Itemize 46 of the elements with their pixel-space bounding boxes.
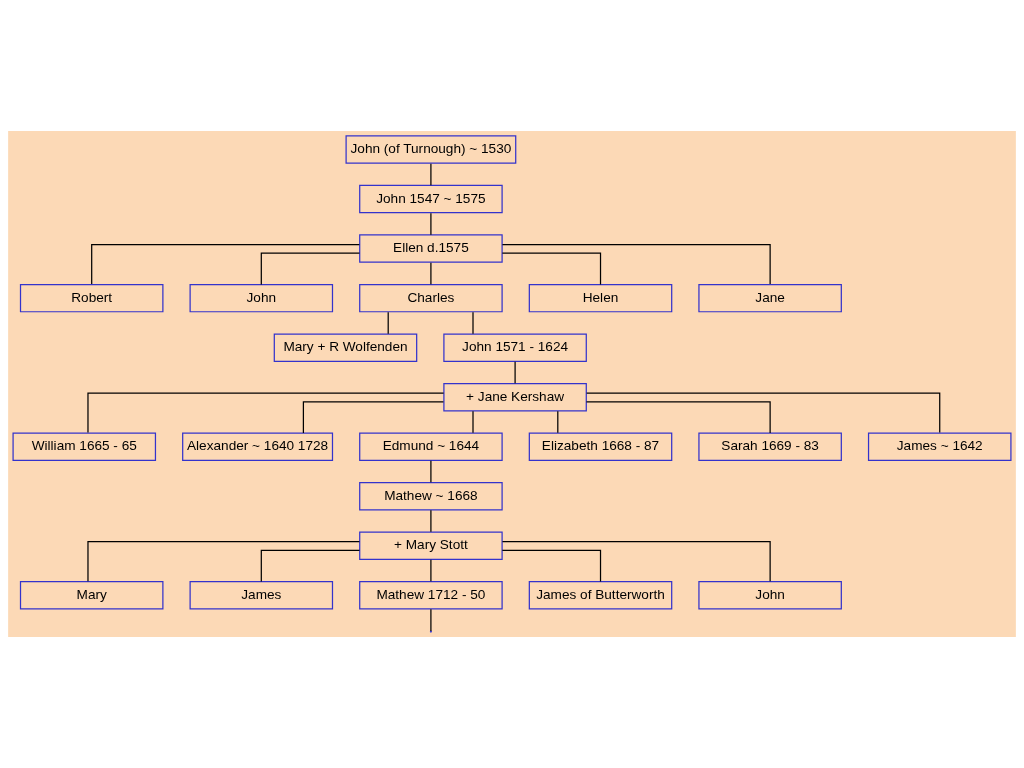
node-box: James ~ 1642 xyxy=(867,432,1012,461)
connector xyxy=(430,212,432,236)
node-box: John 1571 - 1624 xyxy=(443,333,587,362)
node-box: + Mary Stott xyxy=(359,531,503,560)
connector xyxy=(557,410,559,434)
connector xyxy=(501,243,771,285)
node-box: Robert xyxy=(19,283,164,313)
connector xyxy=(430,262,432,285)
connector xyxy=(87,541,361,582)
connector xyxy=(430,608,432,632)
connector xyxy=(260,252,361,286)
node-box: Mathew ~ 1668 xyxy=(359,482,503,511)
connector xyxy=(586,392,941,434)
node-box: James xyxy=(189,581,334,610)
node-box: Sarah 1669 - 83 xyxy=(698,432,842,461)
connector xyxy=(430,509,432,533)
node-box: Helen xyxy=(528,283,673,313)
node-box: John xyxy=(189,283,334,313)
node-box: Ellen d.1575 xyxy=(359,234,503,263)
connector xyxy=(501,541,771,582)
connector xyxy=(514,361,516,384)
connector xyxy=(501,549,602,583)
node-box: Elizabeth 1668 - 87 xyxy=(528,432,673,461)
connector xyxy=(87,392,445,434)
node-box: John 1547 ~ 1575 xyxy=(359,184,503,214)
connector xyxy=(260,549,361,583)
node-box: Edmund ~ 1644 xyxy=(359,432,503,461)
connector xyxy=(430,163,432,186)
node-box: William 1665 - 65 xyxy=(12,432,157,461)
connector xyxy=(501,252,602,286)
node-box: James of Butterworth xyxy=(528,581,673,610)
node-box: Mathew 1712 - 50 xyxy=(359,581,503,610)
connector xyxy=(387,311,389,335)
node-box: John (of Turnough) ~ 1530 xyxy=(345,135,517,164)
connector xyxy=(91,243,360,285)
node-box: + Jane Kershaw xyxy=(443,382,587,412)
node-box: Mary xyxy=(19,581,164,610)
node-box: John xyxy=(698,581,842,610)
connector xyxy=(302,401,445,434)
connector xyxy=(585,401,771,434)
node-box: Charles xyxy=(359,283,503,313)
node-box: Jane xyxy=(698,283,842,313)
node-box: Alexander ~ 1640 1728 xyxy=(182,432,334,461)
connector xyxy=(430,460,432,483)
node-box: Mary + R Wolfenden xyxy=(273,333,418,362)
connector xyxy=(430,559,432,582)
